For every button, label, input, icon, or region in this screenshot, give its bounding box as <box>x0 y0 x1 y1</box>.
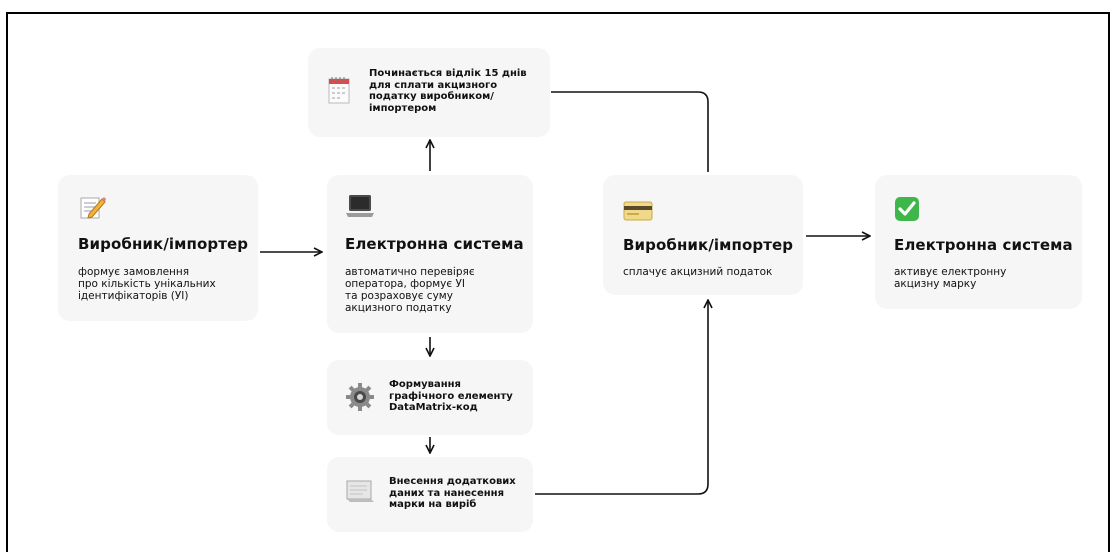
producer-pay-card: Виробник/імпортер сплачує акцизний подат… <box>603 175 803 295</box>
diagram-frame <box>6 12 1110 552</box>
marking-description: Внесення додаткових даних та нанесення м… <box>389 476 516 510</box>
line-countdown-to-payment <box>551 91 709 172</box>
calendar-icon <box>328 76 350 108</box>
system-check-card: Електронна система автоматично перевіряє… <box>327 175 533 333</box>
system-activate-description: активує електронну акцизну марку <box>894 266 1007 290</box>
countdown-description: Починається відлік 15 днів для сплати ак… <box>369 68 527 114</box>
system-check-description: автоматично перевіряє оператора, формує … <box>345 266 475 314</box>
marking-card: Внесення додаткових даних та нанесення м… <box>327 457 533 532</box>
check-mark-button-icon <box>894 196 920 226</box>
gear-icon <box>345 382 375 416</box>
producer-order-description: формує замовлення про кількість унікальн… <box>78 266 216 302</box>
datamatrix-card: Формування графічного елементу DataMatri… <box>327 360 533 435</box>
system-check-title: Електронна система <box>345 235 524 253</box>
memo-pencil-icon <box>78 193 106 225</box>
producer-pay-description: сплачує акцизний податок <box>623 266 773 278</box>
laptop-icon <box>345 193 375 223</box>
credit-card-icon <box>623 200 653 226</box>
producer-order-title: Виробник/імпортер <box>78 235 249 253</box>
datamatrix-description: Формування графічного елементу DataMatri… <box>389 379 513 413</box>
arrow-marking-to-payment <box>535 300 708 495</box>
system-activate-card: Електронна система активує електронну ак… <box>875 175 1082 309</box>
document-icon <box>345 479 375 507</box>
system-activate-title: Електронна система <box>894 236 1073 254</box>
producer-order-card: Виробник/імпортер формує замовлення про … <box>58 175 258 321</box>
producer-pay-title: Виробник/імпортер <box>623 236 794 254</box>
countdown-card: Починається відлік 15 днів для сплати ак… <box>308 48 550 137</box>
